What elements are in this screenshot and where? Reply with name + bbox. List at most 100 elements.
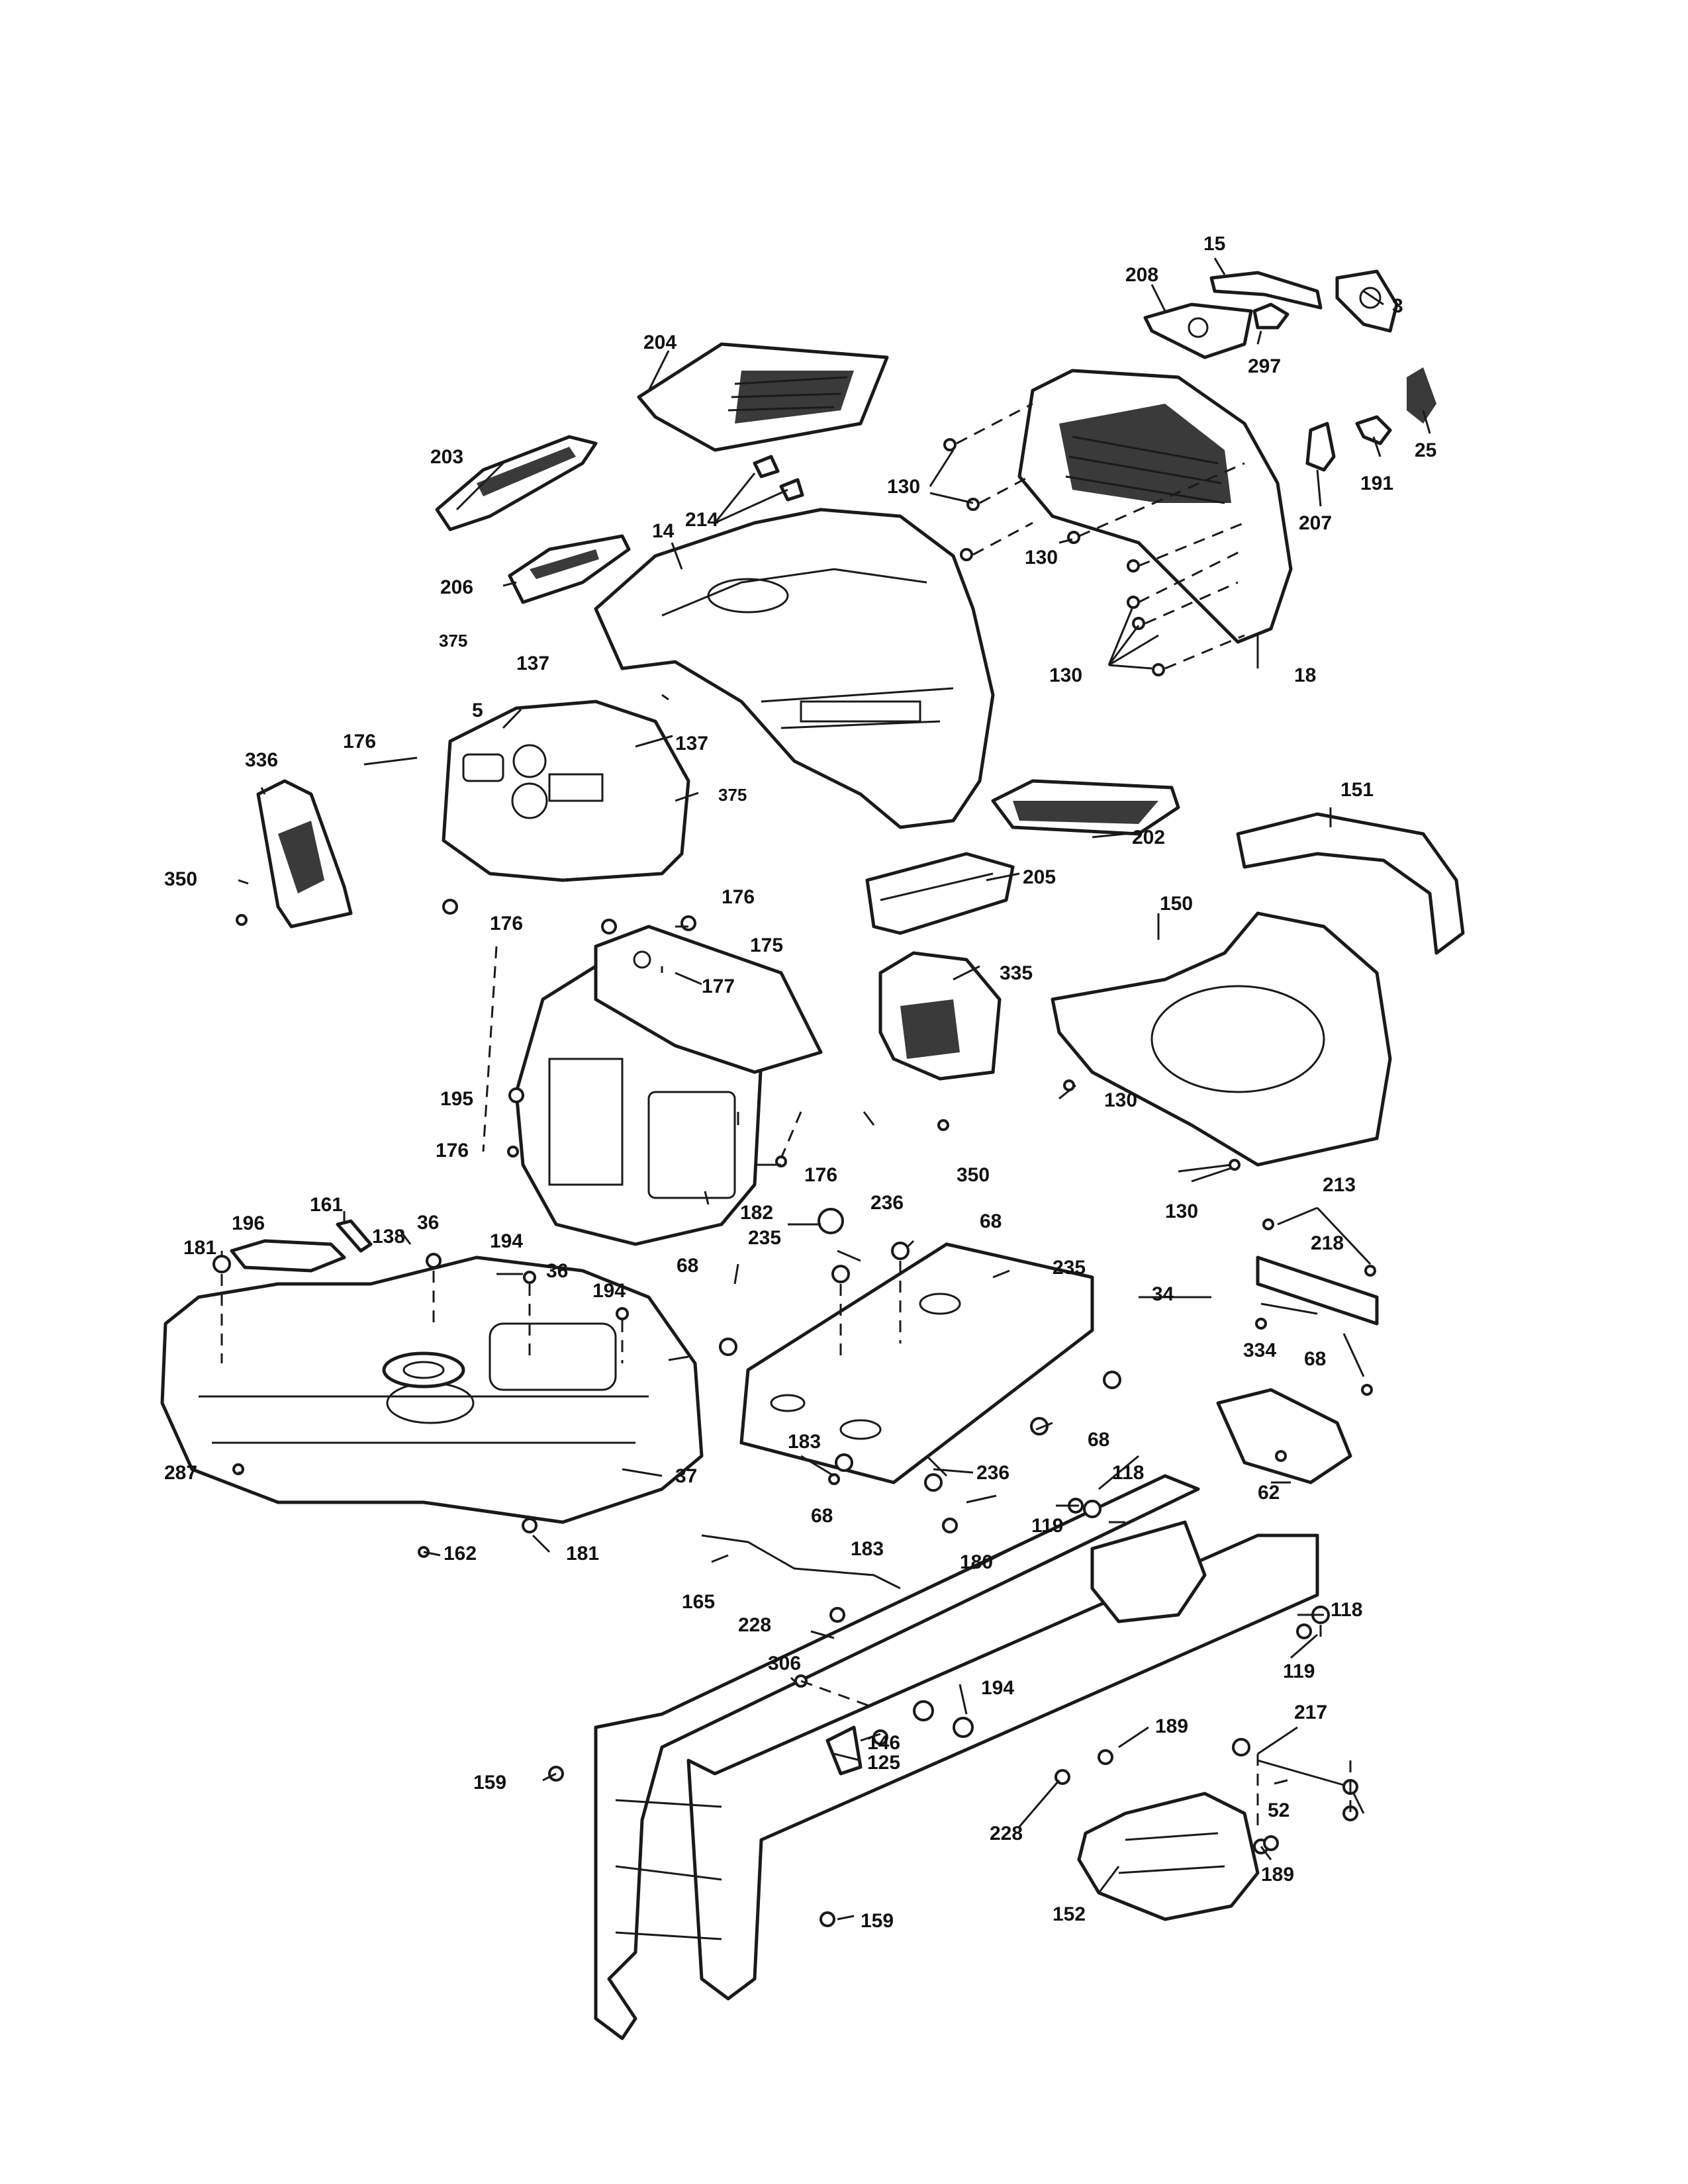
callout-350b: 350 <box>957 1164 990 1186</box>
callout-176a: 176 <box>343 731 376 752</box>
callout-194c: 194 <box>981 1677 1014 1699</box>
callout-204: 204 <box>643 332 677 353</box>
callout-68b: 68 <box>677 1255 698 1277</box>
callout-130e: 130 <box>1165 1201 1198 1222</box>
callout-165: 165 <box>682 1591 715 1613</box>
callout-287: 287 <box>164 1462 197 1484</box>
callout-182: 182 <box>740 1202 773 1224</box>
cup-holder-part-138 <box>382 1351 465 1388</box>
callout-25: 25 <box>1415 439 1436 461</box>
callout-62: 62 <box>1258 1482 1280 1504</box>
headlight-part-15 <box>1209 271 1323 310</box>
callout-150: 150 <box>1160 893 1193 915</box>
callout-181b: 181 <box>566 1543 599 1565</box>
callout-130b: 130 <box>1025 547 1058 569</box>
callout-236b: 236 <box>976 1462 1009 1484</box>
callout-118a: 118 <box>1112 1462 1144 1484</box>
leader-lines <box>220 257 1431 1921</box>
callout-15: 15 <box>1203 233 1225 255</box>
rod-part-165 <box>701 1534 901 1590</box>
lever-part-161 <box>336 1219 373 1253</box>
callout-180: 180 <box>960 1551 993 1573</box>
callout-118b: 118 <box>1331 1599 1362 1621</box>
fender-deck-part-37 <box>160 1255 704 1524</box>
bracket-part-334 <box>1216 1388 1352 1484</box>
side-panel-part-335 <box>878 951 1002 1081</box>
callout-37: 37 <box>675 1465 697 1487</box>
callout-125: 125 <box>867 1752 900 1774</box>
frame-part-180 <box>594 1474 1319 2040</box>
callout-205: 205 <box>1023 866 1056 888</box>
callout-181a: 181 <box>183 1237 216 1259</box>
bracket-part-125 <box>825 1725 863 1776</box>
side-vent-part-203 <box>435 435 598 531</box>
callout-235a: 235 <box>748 1227 781 1249</box>
hood-vent-part-204 <box>637 342 889 452</box>
callout-176e: 176 <box>804 1164 837 1186</box>
callout-189a: 189 <box>1155 1715 1188 1737</box>
callout-202: 202 <box>1132 827 1165 848</box>
callout-130a: 130 <box>887 476 920 498</box>
callout-18: 18 <box>1294 664 1316 686</box>
plate-part-34 <box>739 1242 1094 1484</box>
callout-191: 191 <box>1360 473 1393 494</box>
callout-34: 34 <box>1152 1283 1174 1305</box>
callout-375b: 375 <box>718 785 747 805</box>
callout-130d: 130 <box>1104 1089 1137 1111</box>
callout-36a: 36 <box>417 1212 439 1234</box>
callout-235b: 235 <box>1053 1257 1086 1279</box>
callout-137a: 137 <box>516 653 549 674</box>
callout-189b: 189 <box>1261 1864 1294 1886</box>
callout-177: 177 <box>702 976 735 997</box>
callout-labels: 15 208 3 204 297 25 191 207 203 130 214 … <box>164 233 1436 1932</box>
callout-159b: 159 <box>861 1910 894 1932</box>
callout-217: 217 <box>1294 1702 1327 1723</box>
bracket-part-218 <box>1256 1255 1379 1326</box>
callout-213: 213 <box>1323 1174 1356 1196</box>
callout-138: 138 <box>372 1226 405 1248</box>
callout-183a: 183 <box>788 1431 821 1453</box>
callout-208: 208 <box>1125 264 1158 286</box>
callout-218: 218 <box>1311 1232 1344 1254</box>
hood-part-14 <box>594 508 995 829</box>
callout-334: 334 <box>1243 1340 1276 1361</box>
lens-part-25 <box>1407 367 1436 424</box>
callout-161: 161 <box>310 1194 343 1216</box>
callout-176d: 176 <box>436 1140 469 1161</box>
assembly-lines <box>220 946 1352 1827</box>
seat-side-part-336 <box>256 779 353 929</box>
callout-194b: 194 <box>592 1280 626 1302</box>
callout-14: 14 <box>652 520 675 542</box>
screws-part-130 <box>943 402 1245 676</box>
bezel-part-3 <box>1335 269 1399 333</box>
callout-137b: 137 <box>675 733 708 754</box>
callout-176b: 176 <box>722 886 755 908</box>
callout-52: 52 <box>1268 1799 1289 1821</box>
bracket-part-175 <box>594 925 823 1074</box>
trim-part-205 <box>865 852 1015 935</box>
shield-part-150 <box>1051 911 1392 1167</box>
callout-194a: 194 <box>490 1230 523 1252</box>
callout-36b: 36 <box>546 1260 568 1282</box>
callout-68e: 68 <box>811 1505 833 1527</box>
callout-3: 3 <box>1392 295 1403 317</box>
callout-152: 152 <box>1053 1903 1086 1925</box>
callout-146: 146 <box>867 1732 900 1754</box>
callout-119b: 119 <box>1283 1661 1315 1682</box>
callout-214: 214 <box>685 509 718 531</box>
bracket-part-151 <box>1236 812 1465 955</box>
clips-part-214 <box>753 455 804 502</box>
callout-335: 335 <box>1000 962 1033 984</box>
callout-183b: 183 <box>851 1538 884 1560</box>
callout-207: 207 <box>1299 512 1332 534</box>
bracket-part-206 <box>508 534 631 604</box>
callout-228b: 228 <box>990 1823 1023 1844</box>
callout-162: 162 <box>444 1543 477 1565</box>
callout-119a: 119 <box>1031 1515 1063 1537</box>
knob-part-196 <box>230 1239 346 1273</box>
callout-151: 151 <box>1340 779 1374 801</box>
callout-68d: 68 <box>1088 1429 1109 1451</box>
grille-part-202 <box>991 779 1180 836</box>
